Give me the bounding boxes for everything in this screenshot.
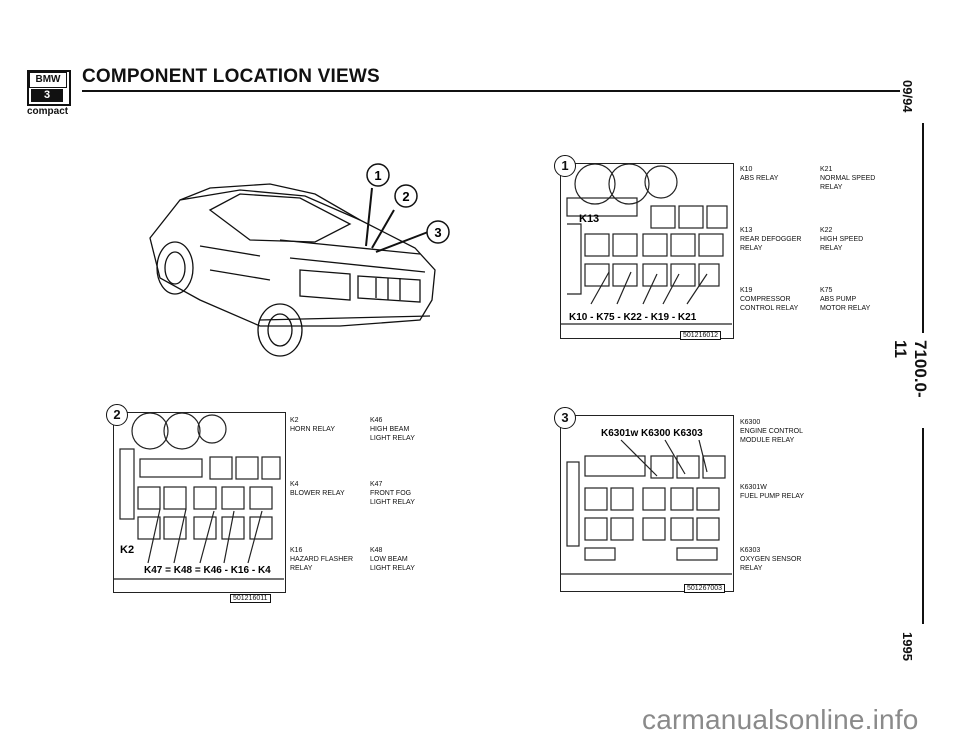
relay-box-2-drawing: K2 K47 = K48 = K46 - K16 - K4 [114, 412, 284, 580]
view-1-top-label: K13 [579, 213, 599, 225]
view-3-number-badge: 3 [554, 407, 576, 429]
view-1-number-badge: 1 [554, 155, 576, 177]
view-2-number: 2 [113, 407, 121, 422]
view-3-callout: K6301w K6300 K6303 [601, 428, 703, 439]
logo-brand: BMW [29, 72, 67, 88]
car-callout-1: 1 [374, 168, 381, 183]
car-callout-2: 2 [402, 189, 409, 204]
view-2-figure-id: 501216011 [230, 594, 271, 603]
view-2-diagram: K2 K47 = K48 = K46 - K16 - K4 [113, 412, 286, 593]
side-rule-top [922, 123, 924, 333]
relay-box-3-drawing: K6301w K6300 K6303 [561, 428, 732, 575]
view-3-diagram: K6301w K6300 K6303 [560, 415, 734, 592]
model-name: compact [27, 106, 69, 117]
page-title: COMPONENT LOCATION VIEWS [82, 66, 380, 87]
view-1-diagram: K13 K10 - K75 - K22 - K19 - K21 [560, 163, 734, 339]
bmw-3-logo: BMW 3 [27, 70, 71, 106]
logo-series: 3 [31, 89, 63, 102]
car-callout-3: 3 [434, 225, 441, 240]
relay-box-1-drawing: K13 K10 - K75 - K22 - K19 - K21 [561, 163, 732, 325]
side-rule-mid [922, 428, 924, 624]
view-2-callout: K47 = K48 = K46 - K16 - K4 [144, 565, 271, 576]
side-page-number: 7100.0-11 [891, 340, 930, 398]
header-rule [82, 90, 900, 92]
car-callout-arrows [365, 187, 429, 253]
view-1-number: 1 [561, 158, 569, 173]
view-2-top-label: K2 [120, 544, 134, 556]
view-1-callout: K10 - K75 - K22 - K19 - K21 [569, 312, 697, 323]
logo-frame [27, 70, 71, 106]
view-3-label-k6301w: K6301wFUEL PUMP RELAY [740, 484, 805, 500]
view-3-number: 3 [561, 410, 569, 425]
view-1-figure-id: 501216012 [680, 331, 722, 340]
watermark-text: carmanualsonline.info [642, 704, 919, 735]
side-year: 1995 [900, 632, 915, 661]
view-3-figure-id: 501267003 [684, 584, 726, 593]
side-date: 09/94 [900, 80, 915, 113]
view-2-number-badge: 2 [106, 404, 128, 426]
car-illustration: 1 2 3 [149, 163, 450, 357]
